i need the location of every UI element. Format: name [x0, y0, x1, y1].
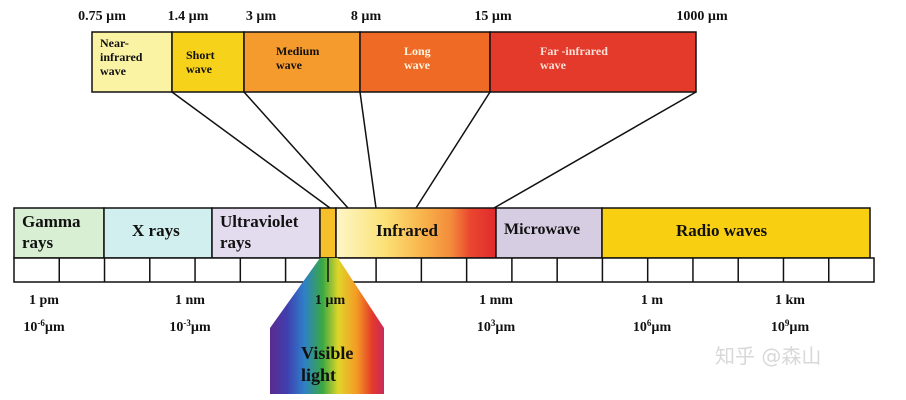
connector-line: [493, 91, 697, 209]
ir-band-medium: [243, 31, 361, 93]
top-tick-label: 1.4 µm: [167, 9, 209, 24]
label-line: Near-: [100, 36, 129, 50]
visible-spectrum-fan: [270, 258, 384, 394]
ir-subband-bar: [91, 31, 697, 93]
band-radio: [601, 207, 871, 259]
band-xray: [103, 207, 213, 259]
scale-line2: 10-3µm: [169, 318, 211, 335]
connector-line: [359, 91, 377, 209]
microwave-label: Microwave: [504, 221, 581, 238]
ruler-frame: [13, 257, 875, 283]
connector-line: [243, 91, 349, 209]
label-line: Visible: [301, 343, 354, 363]
connector-line: [415, 91, 491, 209]
label-line: wave: [276, 58, 302, 72]
gamma-label: Gamma rays: [22, 211, 81, 253]
top-tick-label: 1000 µm: [676, 9, 728, 24]
ir-band-label-long: Long wave: [404, 44, 431, 72]
label-line: rays: [220, 233, 252, 252]
ir-band-label-medium: Medium wave: [276, 44, 319, 72]
uv-label: Ultraviolet rays: [220, 211, 298, 253]
ir-band-label-near: Near- infrared wave: [100, 36, 142, 78]
top-tick-label: 8 µm: [350, 9, 382, 24]
label-line: Gamma: [22, 212, 81, 231]
label-line: rays: [22, 233, 54, 252]
scale-label: 1 µm: [315, 290, 345, 312]
xray-label: X rays: [132, 221, 180, 240]
label-line: light: [301, 365, 337, 385]
scale-label: 1 mm 103µm: [477, 290, 515, 339]
top-tick-label: 15 µm: [474, 9, 512, 24]
scale-line1: 1 nm: [175, 293, 205, 308]
em-spectrum-bar: [13, 207, 871, 259]
label-line: Long: [404, 44, 431, 58]
label-line: Short: [186, 48, 215, 62]
label-line: wave: [540, 58, 566, 72]
radio-label: Radio waves: [676, 221, 768, 240]
top-tick-label: 0.75 µm: [78, 9, 126, 24]
connector-line: [171, 91, 331, 209]
top-tick-label: 3 µm: [245, 9, 277, 24]
label-line: Ultraviolet: [220, 212, 299, 231]
visible-light-prism: [270, 258, 384, 394]
connector-lines: [171, 91, 697, 209]
ruler-ticks: [58, 258, 830, 282]
scale-label: 1 km 109µm: [771, 290, 809, 339]
scale-line2: 109µm: [770, 318, 810, 335]
scale-line2: 103µm: [476, 318, 516, 335]
band-visible-slot: [319, 207, 337, 259]
scale-line1: 1 mm: [479, 293, 513, 308]
label-line: Medium: [276, 44, 320, 58]
ir-band-label-far: Far -infrared wave: [540, 44, 608, 72]
ir-band-far: [489, 31, 697, 93]
scale-line1: 1 m: [640, 293, 664, 308]
visible-light-label: Visible light: [301, 342, 353, 386]
scale-label: 1 nm 10-3µm: [169, 290, 210, 339]
label-line: Far -infrared: [540, 44, 608, 58]
scale-line1: 1 pm: [29, 293, 59, 308]
infrared-label: Infrared: [376, 221, 439, 240]
scale-label: 1 pm 10-6µm: [23, 290, 64, 339]
scale-line1: 1 km: [775, 293, 805, 308]
label-line: wave: [186, 62, 212, 76]
scale-line2: 10-6µm: [23, 318, 65, 335]
ir-band-near: [91, 31, 173, 93]
scale-line1: 1 µm: [314, 293, 346, 308]
ir-band-label-short: Short wave: [186, 48, 215, 76]
scale-label: 1 m 106µm: [633, 290, 671, 339]
ir-band-short: [171, 31, 245, 93]
label-line: wave: [404, 58, 430, 72]
scale-ruler: [13, 257, 875, 283]
label-line: wave: [100, 64, 126, 78]
label-line: infrared: [100, 50, 143, 64]
scale-line2: 106µm: [632, 318, 672, 335]
watermark: 知乎 @森山: [715, 344, 822, 368]
